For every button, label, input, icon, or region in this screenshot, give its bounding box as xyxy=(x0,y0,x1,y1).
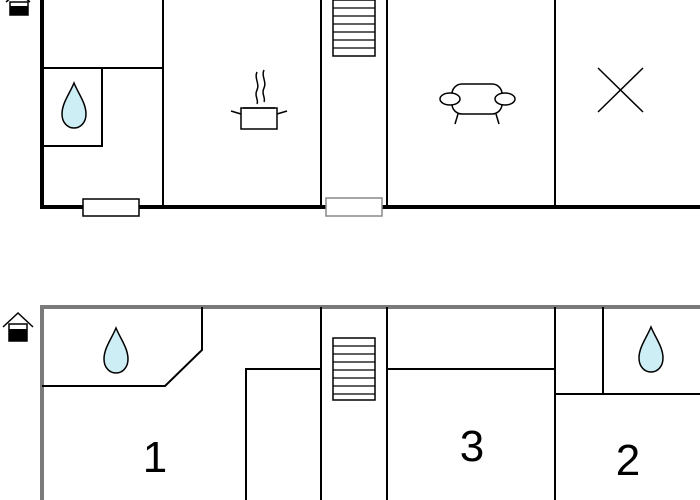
cooking-pot-icon xyxy=(230,69,288,130)
bathroom-wall xyxy=(42,307,203,387)
upper-floor xyxy=(5,0,700,217)
front-door xyxy=(325,197,383,217)
lower-floor: 1 3 2 xyxy=(2,305,700,500)
window xyxy=(82,198,140,217)
lower-wall xyxy=(245,368,321,500)
lower-outer-wall xyxy=(40,305,700,500)
water-drop-icon xyxy=(638,324,664,373)
bedroom-number-2: 2 xyxy=(616,436,640,485)
staircase-icon xyxy=(332,0,376,57)
house-entrance-icon xyxy=(5,0,31,16)
house-entrance-icon xyxy=(2,311,34,342)
sofa-icon xyxy=(439,83,516,125)
bedroom-number-1: 1 xyxy=(143,433,167,482)
shower-enclosure xyxy=(42,68,103,147)
staircase-icon xyxy=(332,337,376,401)
water-drop-icon xyxy=(61,80,87,129)
cross-icon xyxy=(597,67,644,113)
water-drop-icon xyxy=(103,325,129,374)
bedroom-number-3: 3 xyxy=(460,422,484,471)
